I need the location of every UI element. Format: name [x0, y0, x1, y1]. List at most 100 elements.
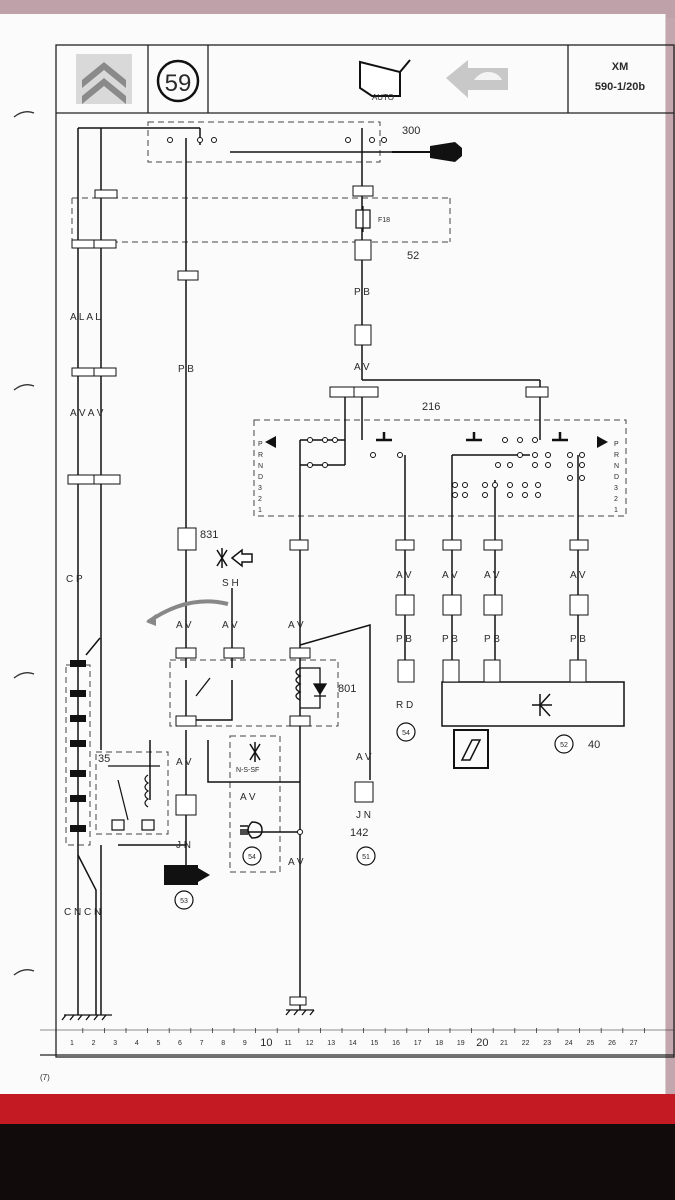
axis-tick-16: 16	[392, 1040, 400, 1047]
axis-tick-5: 5	[156, 1040, 160, 1047]
wire-code-main-pb: P B	[178, 364, 194, 375]
wire-code-av-2: A V	[442, 570, 458, 581]
curved-arrow-icon	[146, 599, 229, 624]
wire-code-rd: R D	[396, 700, 413, 711]
relay-801-icon	[195, 667, 328, 709]
wire-code-av-142: A V	[356, 752, 372, 763]
wire-code-battery-mid: A V A V	[70, 408, 104, 419]
wire-code-jn-left: J N	[176, 840, 191, 851]
page-number: 59	[165, 70, 192, 97]
wire-code-av-lower-left: A V	[176, 757, 192, 768]
arrow-left-icon	[230, 548, 253, 568]
axis-tick-15: 15	[371, 1040, 379, 1047]
axis-tick-19: 19	[457, 1040, 465, 1047]
dark-background	[0, 1124, 675, 1200]
fuse-icon	[355, 206, 371, 232]
label-fuse-box: 52	[407, 250, 419, 262]
wiring-schematic: 59 AUTO XM 590-1/20b	[13, 44, 675, 1082]
badge-52: 52	[560, 742, 568, 749]
wire-code-battery-bottom: C N C N	[64, 907, 101, 918]
axis-tick-20: 20	[476, 1037, 488, 1049]
axis-tick-9: 9	[243, 1040, 247, 1047]
wire-code-sh: S H	[222, 578, 239, 589]
wire-code-av-3: A V	[484, 570, 500, 581]
axis-tick-22: 22	[522, 1040, 530, 1047]
svg-text:N: N	[258, 463, 263, 470]
label-relay: 801	[338, 683, 356, 695]
starter-motor-icon	[164, 865, 210, 885]
svg-text:3: 3	[614, 485, 618, 492]
svg-text:R: R	[258, 452, 263, 459]
axis-tick-25: 25	[587, 1040, 595, 1047]
spark-icon	[216, 548, 261, 762]
axis-tick-13: 13	[327, 1040, 335, 1047]
svg-text:2: 2	[258, 496, 262, 503]
axis-tick-12: 12	[306, 1040, 314, 1047]
axis-tick-10: 10	[260, 1037, 272, 1049]
ground-symbols	[61, 1009, 315, 1021]
axis-tick-6: 6	[178, 1040, 182, 1047]
axis-tick-11: 11	[284, 1040, 291, 1047]
wire-code-battery-left: A L A L	[70, 312, 101, 323]
battery-cells	[70, 660, 86, 832]
label-ecu: 40	[588, 739, 600, 751]
axis-tick-3: 3	[113, 1040, 117, 1047]
badge-51: 51	[362, 854, 370, 861]
citroen-logo-icon	[76, 54, 132, 104]
footer-mark: (7)	[40, 1073, 50, 1082]
wire-code-av-center: A V	[288, 620, 304, 631]
svg-text:D: D	[614, 474, 619, 481]
wire-code-av-1: A V	[396, 570, 412, 581]
axis-tick-14: 14	[349, 1040, 357, 1047]
wire-code-pb-1: P B	[396, 634, 412, 645]
starter-35-icon	[108, 765, 160, 831]
badge-54b: 54	[402, 730, 410, 737]
label-selector-switch: 216	[422, 401, 440, 413]
wire-code-pb-2: P B	[442, 634, 458, 645]
axis-tick-2: 2	[92, 1040, 96, 1047]
headlamp-icon	[240, 821, 263, 839]
axis-tick-18: 18	[435, 1040, 443, 1047]
wire-code-av-4: A V	[570, 570, 586, 581]
wire-color-codes: A L A L A V A V C P C N C N P B P B A V …	[64, 287, 586, 918]
switch-contacts	[167, 137, 585, 835]
wires	[77, 127, 625, 1015]
svg-text:3: 3	[258, 485, 262, 492]
svg-text:P: P	[258, 441, 263, 448]
page-number-badge	[156, 59, 200, 103]
wire-code-pb-4: P B	[570, 634, 586, 645]
wire-code-av-lower: A V	[288, 857, 304, 868]
wire-code-pb-3: P B	[484, 634, 500, 645]
axis-tick-8: 8	[221, 1040, 225, 1047]
wire-code-battery-low: C P	[66, 574, 83, 585]
svg-text:1: 1	[258, 507, 262, 514]
axis-tick-26: 26	[608, 1040, 616, 1047]
axis-tick-7: 7	[200, 1040, 204, 1047]
label-ignition-switch: 300	[402, 125, 420, 137]
ecu-symbol-icon	[453, 693, 552, 769]
mode-label: AUTO	[372, 93, 394, 102]
axis-tick-23: 23	[543, 1040, 551, 1047]
axis-tick-4: 4	[135, 1040, 139, 1047]
label-indicator: 831	[200, 529, 218, 541]
selector-bars	[376, 432, 568, 442]
axis-tick-1: 1	[70, 1040, 74, 1047]
dashed-boxes	[65, 121, 627, 873]
binder-hole-marks	[13, 110, 35, 976]
svg-text:1: 1	[614, 507, 618, 514]
model-label: XM	[612, 61, 629, 73]
selector-position-labels: P R N D 3 2 1 P R N D 3 2 1	[258, 441, 619, 514]
badge-53: 53	[180, 898, 188, 905]
svg-text:D: D	[258, 474, 263, 481]
axis-tick-17: 17	[414, 1040, 422, 1047]
wire-code-pb-right: P B	[354, 287, 370, 298]
axis-tick-27: 27	[630, 1040, 638, 1047]
svg-text:P: P	[614, 441, 619, 448]
badge-54a: 54	[248, 854, 256, 861]
red-binder-edge	[0, 1094, 675, 1124]
axis-tick-24: 24	[565, 1040, 573, 1047]
background-top	[0, 0, 675, 18]
car-direction-icon	[446, 60, 508, 98]
connector-blocks	[67, 185, 589, 1006]
